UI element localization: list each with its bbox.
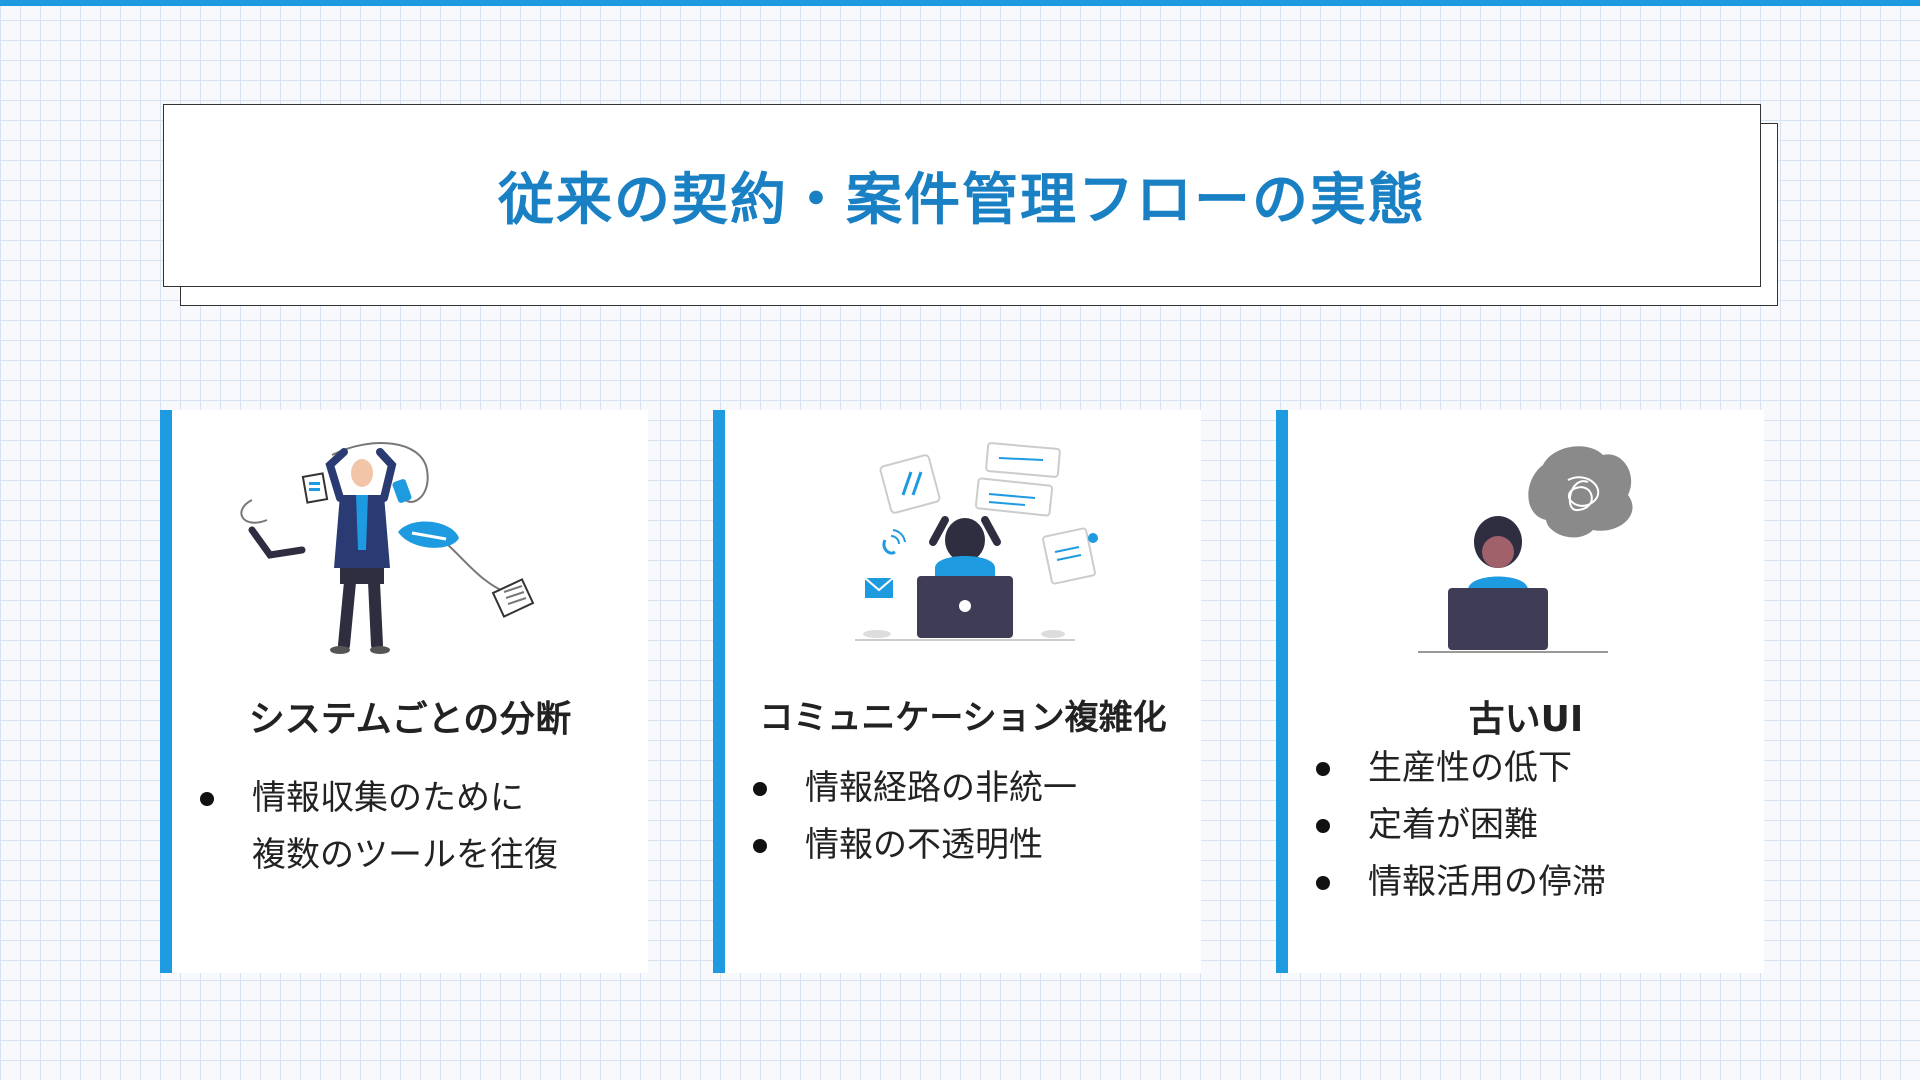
card-old-ui: 古いUI 生産性の低下 定着が困難 情報活用の停滞 [1276, 410, 1764, 973]
frustrated-person-icon [172, 440, 648, 660]
list-item: 定着が困難 [1312, 797, 1754, 854]
card-communication-complexity: コミュニケーション複雑化 情報経路の非統一 情報の不透明性 [713, 410, 1201, 973]
list-item: 情報経路の非統一 [749, 760, 1191, 817]
card-heading: システムごとの分断 [248, 699, 572, 740]
title-box: 従来の契約・案件管理フローの実態 [163, 104, 1761, 287]
bullet-list: 情報経路の非統一 情報の不透明性 [749, 760, 1191, 874]
overwhelmed-laptop-user-icon [725, 440, 1201, 660]
confused-laptop-user-icon [1288, 440, 1764, 660]
bullet-list: 情報収集のために 複数のツールを往復 [196, 770, 638, 884]
bullet-list: 生産性の低下 定着が困難 情報活用の停滞 [1312, 740, 1754, 911]
card-heading: 古いUI [1468, 699, 1584, 740]
list-item: 生産性の低下 [1312, 740, 1754, 797]
list-item: 情報の不透明性 [749, 817, 1191, 874]
list-item: 情報活用の停滞 [1312, 854, 1754, 911]
card-system-fragmentation: システムごとの分断 情報収集のために 複数のツールを往復 [160, 410, 648, 973]
page-title: 従来の契約・案件管理フローの実態 [498, 168, 1426, 233]
list-item-continuation: 複数のツールを往復 [252, 835, 558, 875]
card-heading: コミュニケーション複雑化 [759, 698, 1167, 738]
top-accent-line [0, 0, 1920, 6]
list-item: 情報収集のために [196, 770, 638, 827]
